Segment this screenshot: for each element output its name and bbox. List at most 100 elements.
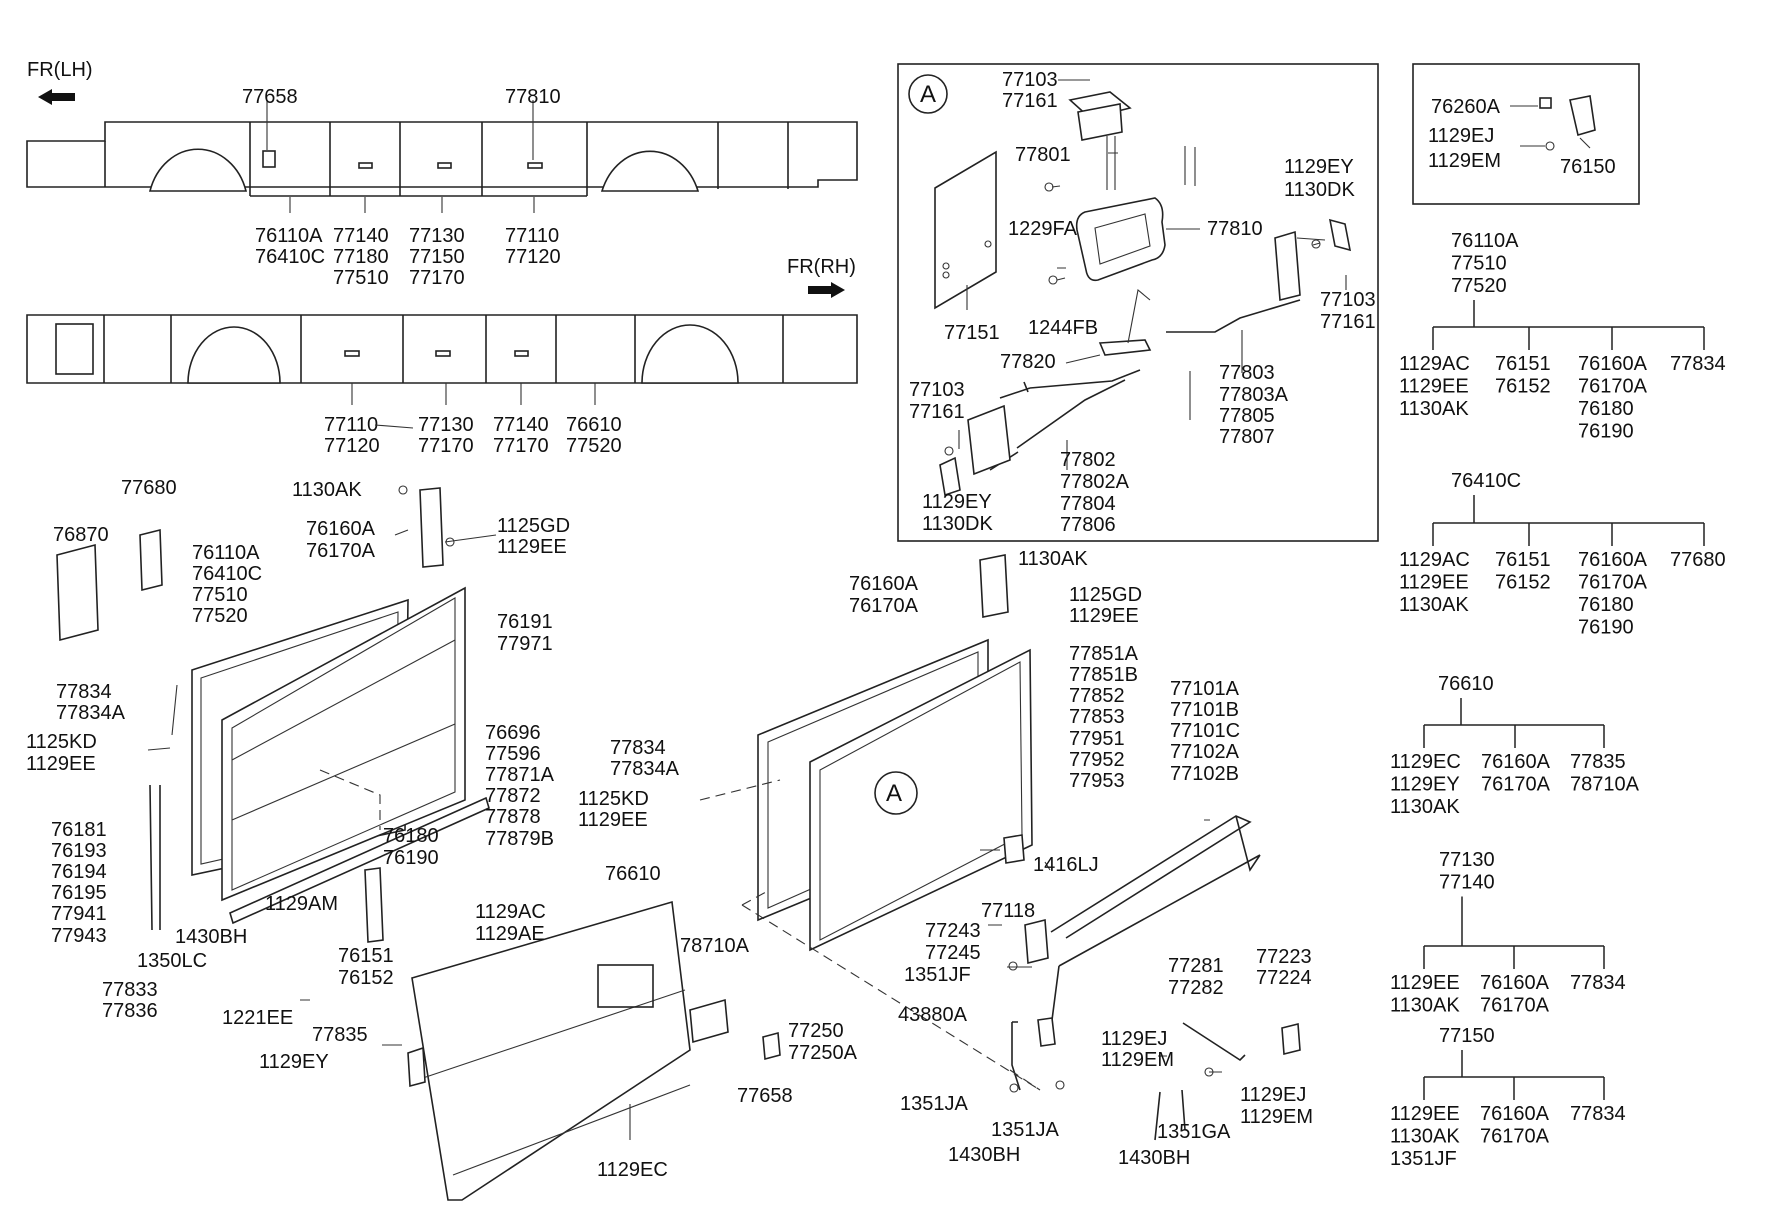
tree-parent-label: 77130 [1439, 849, 1495, 871]
main-label: 1351JA [900, 1093, 968, 1115]
strip-lh-label: 76410C [255, 246, 325, 268]
main-label: 77853 [1069, 706, 1125, 728]
detail-a-label: 77810 [1207, 218, 1263, 240]
main-label: 1129AE [475, 923, 545, 945]
detail-a-label: 1129EY [922, 491, 992, 513]
main-label: 77852 [1069, 685, 1125, 707]
main-label: 77282 [1168, 977, 1224, 999]
main-label: 77835 [312, 1024, 368, 1046]
main-label: 77943 [51, 925, 107, 947]
parts-tree: 76410C1129AC1129EE1130AK761517615276160A… [1399, 470, 1726, 639]
main-label: 77851A [1069, 643, 1139, 665]
strip-lh-label: 77180 [333, 246, 389, 268]
tree-child-label: 76180 [1578, 398, 1634, 420]
detail-a-label: 1229FA [1008, 218, 1078, 240]
main-label: 76410C [192, 563, 262, 585]
tree-child-label: 77834 [1670, 353, 1726, 375]
detail-a-label: 77803 [1219, 362, 1275, 384]
strip-rh-label: 77130 [418, 414, 474, 436]
main-label: 1129EM [1240, 1106, 1313, 1128]
detail-a-label: 77807 [1219, 426, 1275, 448]
strip-lh-label: 76110A [255, 225, 323, 247]
tree-child-label: 76160A [1578, 549, 1648, 571]
detail-a-label: 77103 [1002, 69, 1058, 91]
main-label: 76610 [605, 863, 661, 885]
tree-child-label: 1129EE [1399, 376, 1469, 398]
tree-connector [1432, 495, 1705, 546]
tree-child-label: 1130AK [1399, 398, 1469, 420]
main-label: 77102B [1170, 763, 1239, 785]
main-label: 77878 [485, 806, 541, 828]
main-label: 77101C [1170, 720, 1240, 742]
main-label: 77951 [1069, 728, 1125, 750]
tree-child-label: 1129AC [1399, 353, 1470, 375]
tree-child-label: 76170A [1481, 774, 1551, 796]
main-label: 43880A [898, 1004, 968, 1026]
tree-child-label: 76160A [1480, 972, 1550, 994]
strip-lh-label: 77510 [333, 267, 389, 289]
detail-a-label: 1129EY [1284, 156, 1354, 178]
direction-label-rh: FR(RH) [787, 256, 856, 278]
tree-child-label: 1130AK [1390, 1126, 1460, 1148]
main-label: 77834 [610, 737, 666, 759]
tree-child-label: 76190 [1578, 421, 1634, 443]
main-label: 76160A [849, 573, 919, 595]
main-label: 76110A [192, 542, 260, 564]
main-label: 1416LJ [1033, 854, 1099, 876]
main-label: 1129EE [26, 753, 96, 775]
detail-a-label: 77161 [1320, 311, 1376, 333]
tree-connector [1423, 698, 1605, 748]
strip-lh-label: 77170 [409, 267, 465, 289]
main-label: 76181 [51, 819, 107, 841]
main-label: 1221EE [222, 1007, 293, 1029]
main-label: 77952 [1069, 749, 1125, 771]
detail-a-label: 77805 [1219, 405, 1275, 427]
tree-child-label: 76170A [1578, 376, 1648, 398]
strip-lh-label: 77140 [333, 225, 389, 247]
detail-a-label: 77802 [1060, 449, 1116, 471]
parts-tree: 76110A77510775201129AC1129EE1130AK761517… [1399, 230, 1726, 443]
tree-child-label: 1129EC [1390, 751, 1461, 773]
main-label: 76195 [51, 882, 107, 904]
strip-lh-label: 77130 [409, 225, 465, 247]
right-door-assembly: A [319, 554, 1301, 1141]
tree-child-label: 76170A [1480, 1126, 1550, 1148]
main-label: 1351JA [991, 1119, 1059, 1141]
main-label: 77510 [192, 584, 248, 606]
strip-rh-label: 77520 [566, 435, 622, 457]
tree-child-label: 76152 [1495, 572, 1551, 594]
detail-a-label: 77161 [1002, 90, 1058, 112]
main-label: 77243 [925, 920, 981, 942]
main-label: 76191 [497, 611, 553, 633]
tree-child-label: 1351JF [1390, 1148, 1457, 1170]
tree-connector [1432, 300, 1705, 350]
main-label: 1125GD [1069, 584, 1142, 606]
main-label: 76194 [51, 861, 107, 883]
strip-rh-label: 77170 [418, 435, 474, 457]
strip-lh-label: 77120 [505, 246, 561, 268]
tree-child-label: 1130AK [1390, 995, 1460, 1017]
detail-a-label: 1244FB [1028, 317, 1098, 339]
main-label: 77102A [1170, 741, 1240, 763]
tree-child-label: 76160A [1480, 1103, 1550, 1125]
detail-a-label: 77820 [1000, 351, 1056, 373]
main-label: 77941 [51, 903, 107, 925]
main-label: 76193 [51, 840, 107, 862]
main-label: 77871A [485, 764, 555, 786]
